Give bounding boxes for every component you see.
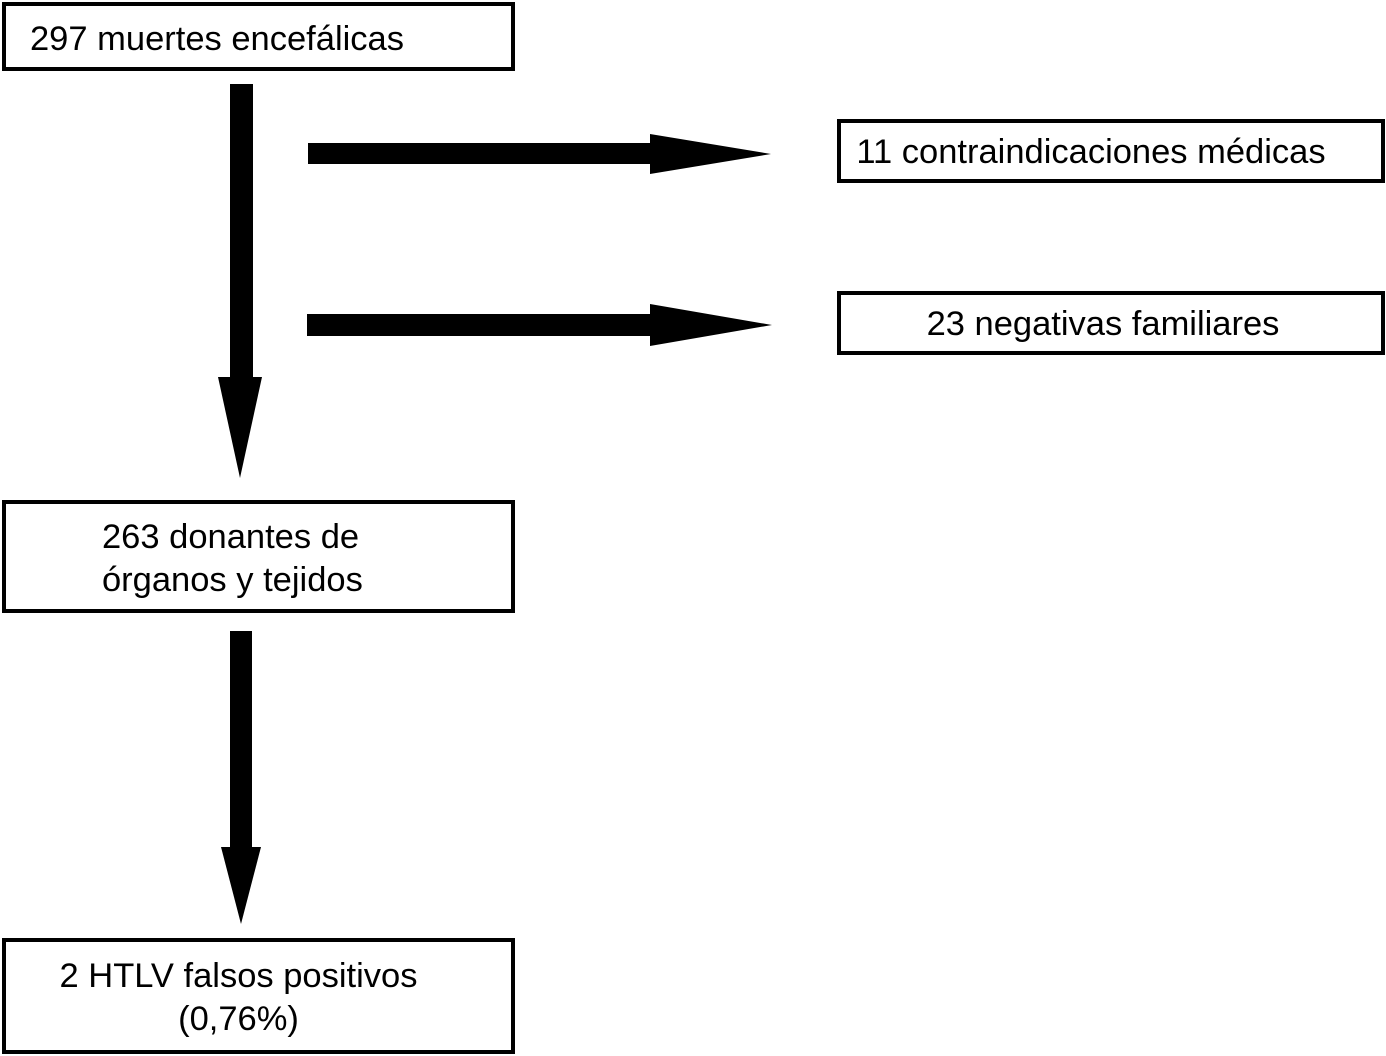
arrow-head	[650, 304, 772, 346]
arrow-down-to-htlv	[221, 631, 261, 924]
node-label-line1: 2 HTLV falsos positivos	[59, 956, 418, 995]
arrow-shaft	[307, 314, 654, 336]
arrow-down-to-donors	[218, 84, 262, 478]
node-label: 11 contraindicaciones médicas	[856, 133, 1326, 171]
node-muertes-encefalicas: 297 muertes encefálicas	[2, 2, 515, 71]
node-label: 23 negativas familiares	[926, 305, 1280, 343]
node-donantes-organos-tejidos: 263 donantes de órganos y tejidos	[2, 500, 515, 613]
node-label-line2: (0,76%)	[178, 999, 299, 1038]
arrow-head	[650, 134, 771, 174]
node-htlv-falsos-positivos: 2 HTLV falsos positivos (0,76%)	[2, 938, 515, 1054]
arrow-shaft	[230, 631, 252, 851]
arrow-shaft	[308, 143, 654, 164]
node-negativas-familiares: 23 negativas familiares	[837, 291, 1385, 355]
arrow-right-to-contraindications	[308, 134, 771, 174]
arrow-head	[221, 847, 261, 924]
arrow-shaft	[230, 84, 253, 382]
node-label-line2: órganos y tejidos	[102, 560, 363, 599]
arrow-head	[218, 377, 262, 478]
arrow-right-to-refusals	[307, 304, 772, 346]
node-contraindicaciones-medicas: 11 contraindicaciones médicas	[837, 119, 1385, 183]
node-label-line1: 263 donantes de	[102, 517, 360, 556]
node-label: 297 muertes encefálicas	[30, 20, 404, 58]
